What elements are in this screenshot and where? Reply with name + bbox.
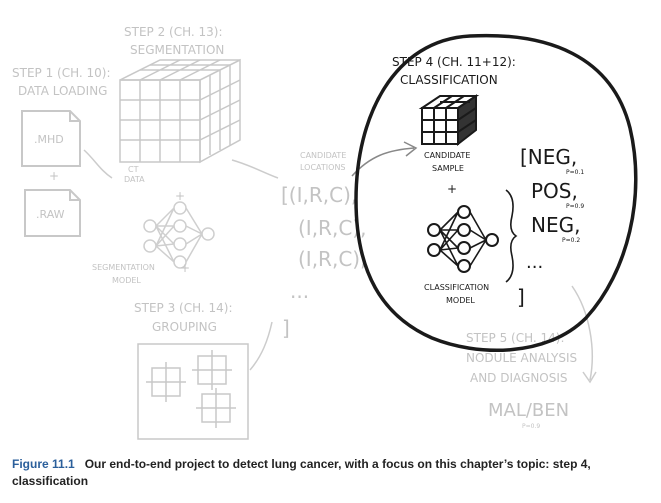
segmentation-model-icon <box>143 201 215 269</box>
step1-data-loading: STEP 1 (CH. 10): DATA LOADING .MHD + .RA… <box>12 66 113 237</box>
step5-line3: AND DIAGNOSIS <box>470 371 568 385</box>
candidate-locations-label-line2: LOCATIONS <box>300 163 346 172</box>
diagnosis-result: MAL/BEN <box>488 400 569 421</box>
step3-subtitle: GROUPING <box>152 320 217 334</box>
figure-number: Figure 11.1 <box>12 457 75 471</box>
step2-segmentation: STEP 2 (CH. 13): SEGMENTATION CT DATA + … <box>92 25 279 285</box>
step3-title: STEP 3 (CH. 14): <box>134 301 233 315</box>
diagnosis-probability: P=0.9 <box>522 423 540 430</box>
candidate-locations-label-line1: CANDIDATE <box>300 151 346 160</box>
ct-data-label-line2: DATA <box>124 175 145 184</box>
result-2-label: POS, <box>531 179 578 203</box>
result-2-probability: P=0.9 <box>566 203 584 210</box>
ct-volume-cube-icon <box>119 58 241 164</box>
candidate-ellipsis: ... <box>290 279 309 303</box>
step4-to-step5-arrow <box>571 285 597 384</box>
candidate-sample-label-line2: SAMPLE <box>432 164 464 173</box>
step2-plus: + <box>175 189 185 203</box>
step5-nodule-analysis: STEP 5 (CH. 14): NODULE ANALYSIS AND DIA… <box>466 285 597 430</box>
segmentation-model-label-line2: MODEL <box>112 276 141 285</box>
step4-plus: + <box>447 182 457 196</box>
segmentation-model-label-line1: SEGMENTATION <box>92 263 155 272</box>
file-raw-label: .RAW <box>36 208 65 221</box>
raw-file-icon <box>24 189 81 237</box>
step4-title: STEP 4 (CH. 11+12): <box>392 55 516 69</box>
caption-text: Our end-to-end project to detect lung ca… <box>12 457 591 488</box>
candidate-row-1: [(I,R,C), <box>281 183 357 207</box>
step5-title: STEP 5 (CH. 14): <box>466 331 565 345</box>
candidate-sample-cube-icon <box>418 94 480 147</box>
step1-plus: + <box>49 169 59 183</box>
results-close-bracket: ] <box>517 285 525 309</box>
results-ellipsis: ... <box>526 252 543 273</box>
step2-title: STEP 2 (CH. 13): <box>124 25 223 39</box>
step2-to-step3-plus: + <box>180 261 190 275</box>
step4-subtitle: CLASSIFICATION <box>400 73 498 87</box>
step4-highlight-outline <box>354 33 638 353</box>
result-1-label: [NEG, <box>520 145 577 169</box>
candidate-close-bracket: ] <box>282 316 290 340</box>
step2-subtitle: SEGMENTATION <box>130 43 224 57</box>
step3-grouping: STEP 3 (CH. 14): GROUPING <box>134 301 273 440</box>
candidate-sample-label-line1: CANDIDATE <box>424 151 470 160</box>
ct-data-label-line1: CT <box>128 165 139 174</box>
step4-classification: STEP 4 (CH. 11+12): CLASSIFICATION CANDI… <box>354 33 638 353</box>
result-3-label: NEG, <box>531 213 580 237</box>
result-3-probability: P=0.2 <box>562 237 580 244</box>
step1-to-step2-arrow <box>83 149 113 179</box>
step2-to-candidates-arrow <box>231 159 279 179</box>
step3-to-candidates-arrow <box>249 321 273 371</box>
candidate-row-3: (I,R,C), <box>298 247 366 271</box>
classification-model-label-line2: MODEL <box>446 296 475 305</box>
file-mhd-label: .MHD <box>34 133 64 146</box>
grouping-image-icon <box>137 343 249 440</box>
step5-line2: NODULE ANALYSIS <box>466 351 577 365</box>
step4-brace <box>505 189 518 283</box>
classification-model-icon <box>427 205 499 273</box>
candidate-locations: CANDIDATE LOCATIONS [(I,R,C), (I,R,C), (… <box>281 141 418 340</box>
mhd-file-icon <box>21 110 81 167</box>
step1-title: STEP 1 (CH. 10): <box>12 66 111 80</box>
step1-subtitle: DATA LOADING <box>18 84 107 98</box>
result-1-probability: P=0.1 <box>566 169 584 176</box>
classification-model-label-line1: CLASSIFICATION <box>424 283 489 292</box>
